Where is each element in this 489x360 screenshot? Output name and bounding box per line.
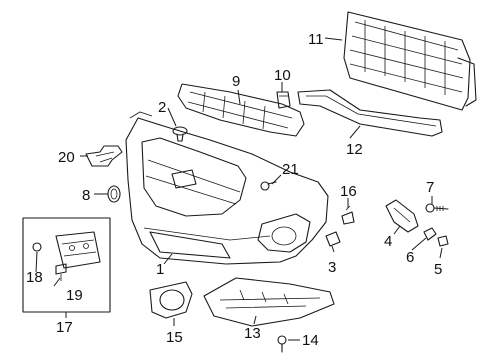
- screw-part-21: [260, 181, 277, 191]
- push-pin-part: [172, 126, 188, 142]
- callout-21: 21: [282, 161, 299, 178]
- callout-18: 18: [26, 269, 43, 286]
- bracket-block-part: [276, 91, 291, 109]
- callout-6: 6: [406, 249, 414, 266]
- callout-5: 5: [434, 261, 442, 278]
- splash-shield-part: [203, 277, 335, 327]
- callout-10: 10: [274, 67, 291, 84]
- clip-part-5: [437, 235, 449, 247]
- callout-7: 7: [426, 179, 434, 196]
- callout-17: 17: [56, 319, 73, 336]
- callout-2: 2: [158, 99, 166, 116]
- radiator-support-part: [343, 11, 477, 111]
- energy-absorber-part: [177, 83, 305, 137]
- clip-part-3: [325, 231, 341, 247]
- o-ring-part: [107, 185, 121, 203]
- impact-bar-part: [297, 89, 443, 137]
- leader-lines: [35, 37, 443, 341]
- nut-part: [423, 227, 437, 241]
- callout-20: 20: [58, 149, 75, 166]
- clip-part-16: [341, 205, 355, 225]
- callout-13: 13: [244, 325, 261, 342]
- callout-4: 4: [384, 233, 392, 250]
- bumper-fascia-part: [125, 111, 329, 265]
- callout-11: 11: [308, 31, 324, 48]
- bolt-part-7: [425, 203, 449, 213]
- side-bracket-part: [385, 199, 419, 233]
- callout-labels: 11 9 10 2 12 20 8 21 16 7 4 6 5 3 1 18 1…: [26, 31, 442, 349]
- emblem-part: [85, 145, 123, 167]
- callout-3: 3: [328, 259, 336, 276]
- callout-8: 8: [82, 187, 90, 204]
- callout-19: 19: [66, 287, 83, 304]
- callout-16: 16: [340, 183, 357, 200]
- callout-15: 15: [166, 329, 183, 346]
- callout-1: 1: [156, 261, 164, 278]
- callout-12: 12: [346, 141, 363, 158]
- callout-9: 9: [232, 73, 240, 90]
- push-pin-part-14: [277, 335, 287, 353]
- fog-lamp-bezel-part: [149, 281, 193, 319]
- callout-14: 14: [302, 332, 319, 349]
